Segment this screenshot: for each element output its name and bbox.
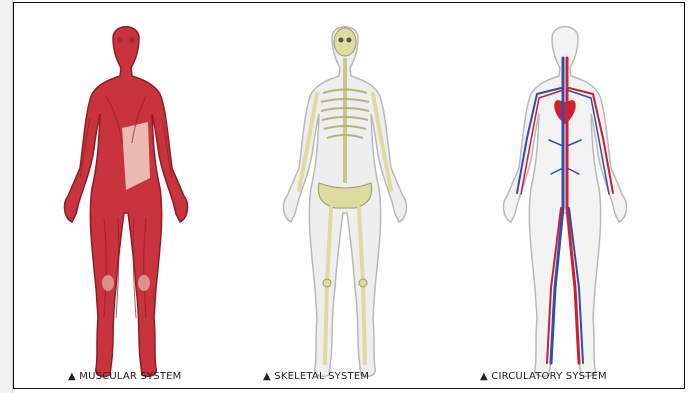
skeletal-figure [284,27,407,377]
skeletal-caption: ▲ SKELETAL SYSTEM [263,371,369,382]
circulatory-caption: ▲ CIRCULATORY SYSTEM [480,371,607,382]
circulatory-figure [504,27,627,377]
muscular-figure [65,27,188,377]
muscular-caption: ▲ MUSCULAR SYSTEM [68,371,182,382]
